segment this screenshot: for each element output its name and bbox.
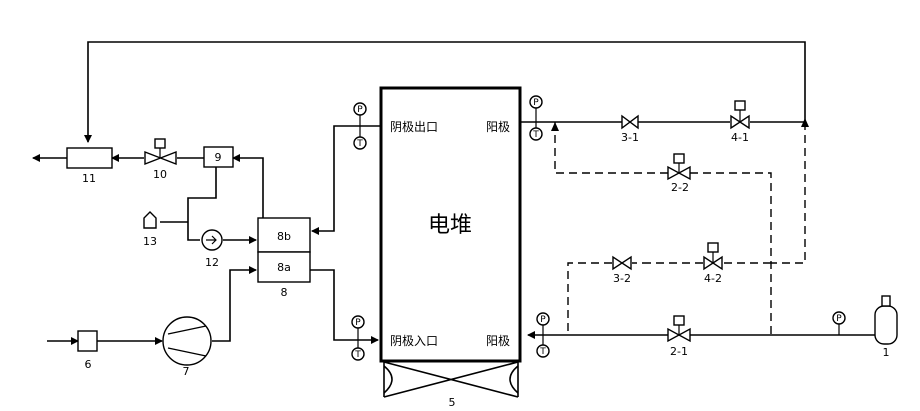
pressure-valve-2-1: 2-1 xyxy=(668,316,690,358)
label-2-2: 2-2 xyxy=(671,181,689,194)
label-12: 12 xyxy=(205,256,219,269)
solenoid-valve-10: 10 xyxy=(145,139,176,181)
label-4-1: 4-1 xyxy=(731,131,749,144)
anode-outlet-temperature-symbol: T xyxy=(532,130,539,140)
water-tank-13: 13 xyxy=(143,212,157,248)
cathode-inlet-temperature-symbol: T xyxy=(354,350,361,360)
stack-title: 电堆 xyxy=(428,213,472,238)
anode-outlet-sensors: P T xyxy=(530,96,542,140)
label-10: 10 xyxy=(153,168,167,181)
label-2-1: 2-1 xyxy=(670,345,688,358)
label-13: 13 xyxy=(143,235,157,248)
cathode-outlet-label: 阴极出口 xyxy=(390,120,438,134)
label-7: 7 xyxy=(183,365,190,378)
label-4-2: 4-2 xyxy=(704,272,722,285)
air-compressor-7: 7 xyxy=(163,317,211,378)
label-8: 8 xyxy=(281,286,288,299)
label-6: 6 xyxy=(85,358,92,371)
exhaust-11: 11 xyxy=(67,148,112,185)
water-pump-12: 12 xyxy=(202,230,222,269)
check-valve-2-2: 2-2 xyxy=(668,154,690,194)
label-11: 11 xyxy=(82,172,96,185)
hydrogen-tank: 1 xyxy=(875,296,897,359)
cathode-inlet-label: 阴极入口 xyxy=(390,334,438,348)
cathode-outlet-pressure-symbol: P xyxy=(357,105,363,115)
air-filter-6: 6 xyxy=(78,331,97,371)
manual-valve-3-1: 3-1 xyxy=(621,116,639,144)
cathode-inlet-sensors: P T xyxy=(352,316,364,360)
humidifier-8: 8b 8a 8 xyxy=(258,218,310,299)
label-1: 1 xyxy=(883,346,890,359)
anode-outlet-label: 阳极 xyxy=(486,120,510,134)
anode-inlet-label: 阳极 xyxy=(486,334,510,348)
anode-outlet-pressure-symbol: P xyxy=(533,98,539,108)
tank-pressure-sensor: P xyxy=(833,312,845,335)
label-8b: 8b xyxy=(277,230,291,243)
solenoid-valve-4-1: 4-1 xyxy=(731,101,749,144)
cooling-fan: 5 xyxy=(384,362,518,409)
anode-inlet-pressure-symbol: P xyxy=(540,315,546,325)
fuel-cell-stack: 电堆 阴极出口 阴极入口 阳极 阳极 xyxy=(381,88,520,361)
separator-9: 9 xyxy=(204,147,233,167)
label-9: 9 xyxy=(215,151,222,164)
tank-pressure-symbol: P xyxy=(836,314,842,324)
solenoid-valve-4-2: 4-2 xyxy=(704,243,722,285)
label-3-2: 3-2 xyxy=(613,272,631,285)
cathode-inlet-pressure-symbol: P xyxy=(355,318,361,328)
label-8a: 8a xyxy=(277,261,291,274)
label-3-1: 3-1 xyxy=(621,131,639,144)
label-5: 5 xyxy=(449,396,456,409)
manual-valve-3-2: 3-2 xyxy=(613,257,631,285)
anode-inlet-temperature-symbol: T xyxy=(539,347,546,357)
cathode-outlet-temperature-symbol: T xyxy=(356,139,363,149)
